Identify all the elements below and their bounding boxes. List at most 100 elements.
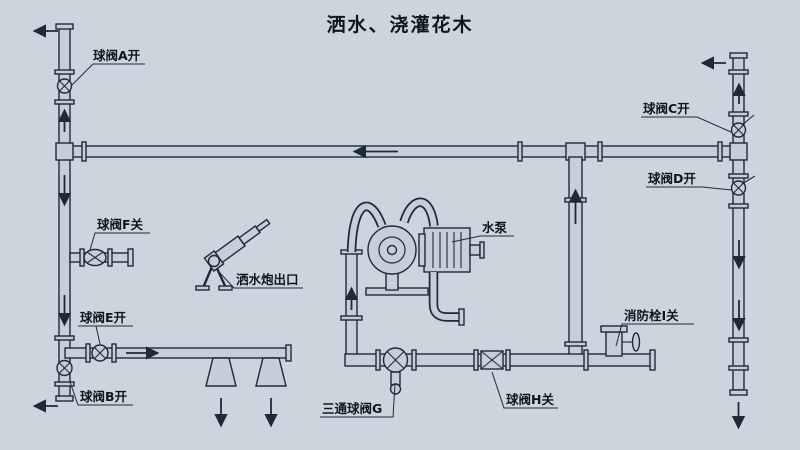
flange [418,233,426,267]
leader-line [78,325,133,345]
pipe-cap [729,389,748,396]
valve-c [730,114,755,138]
valve-cross [733,124,744,136]
drain-elbow [430,272,460,320]
flange [473,349,479,371]
riser-run [568,156,583,358]
leader-line [70,63,145,87]
flange [728,337,749,343]
flange [107,248,113,267]
flange [85,343,91,363]
valve-b-label: 球阀B开 [80,389,128,404]
valve-a-label: 球阀A开 [93,48,141,63]
valve-stem [390,371,401,386]
leader-line [491,371,558,409]
flange [479,241,485,259]
flange [717,141,723,162]
left-pipe [32,23,75,413]
barrel-nozzle [255,218,271,233]
water-pump-label: 水泵 [482,220,508,235]
valve-cross [58,362,71,374]
valve-b [56,359,73,377]
flange [375,349,381,371]
downspout-funnel [255,357,287,387]
label-valve-f: 球阀F关 [89,217,150,251]
leader-line [646,186,733,191]
hydrant-body [605,331,623,357]
flange [583,349,589,371]
valve-cross [480,350,504,370]
diagram-title: 洒水、浇灌花木 [326,13,473,36]
pipe-cap [285,344,292,362]
flange [54,381,75,387]
flange [411,349,417,371]
leader-line [69,381,133,406]
label-valve-c: 球阀C开 [641,101,732,133]
flange [564,341,587,347]
leader-line [89,232,150,251]
flange [81,141,87,162]
valve-e-label: 球阀E开 [80,310,127,325]
pump-hub [386,244,398,256]
suction-hose [348,203,385,253]
valve-lever [741,175,756,185]
valve-a [56,78,73,94]
fire-hydrant-i-label: 消防栓I关 [624,308,679,323]
valve-h-label: 球阀H关 [506,392,554,407]
pipe-cap [458,308,465,326]
downspout-funnel [205,357,237,387]
sprinkler-cannon-outlet-label: 洒水炮出口 [236,272,299,287]
flange [111,343,117,363]
leader-line [218,271,303,289]
flange [728,173,749,179]
label-fire-hydrant-i: 消防栓I关 [615,308,694,347]
pipe-cap [55,395,74,402]
valve-e-branch [64,343,292,428]
main-pipe-run [69,145,739,158]
hydrant-handwheel [631,332,641,352]
flange [517,141,523,162]
three-way-valve-g-label: 三通球阀G [322,401,382,416]
label-sprinkler-cannon-outlet: 洒水炮出口 [218,271,303,289]
flange [728,203,749,209]
flange [54,69,75,75]
flange [728,111,749,117]
cannon-foot [195,285,210,291]
valve-d-label: 球阀D开 [648,171,696,186]
pipe-cap [729,52,748,59]
flange [728,365,749,371]
valve-f-branch [69,248,134,267]
valve-knob [389,383,402,395]
tee-fitting [55,142,74,161]
valve-cross [86,251,104,264]
flange [340,315,363,321]
pump-shaft [469,244,481,256]
leader-line [320,383,396,418]
cannon-pivot [207,254,221,268]
leader-line [451,235,514,243]
tee-fitting [729,142,748,161]
pump-ring [378,236,406,264]
manifold-pipe [340,249,656,395]
valve-cross [94,347,106,359]
valve-c-label: 球阀C开 [643,101,690,116]
valve-cross [386,351,405,369]
label-valve-e: 球阀E开 [78,310,133,345]
sprinkler-cannon [195,218,271,291]
three-way-valve-g [382,347,409,395]
hydrant-cap [600,325,628,333]
label-valve-a: 球阀A开 [70,48,145,87]
valve-h [480,350,504,370]
label-three-way-valve-g: 三通球阀G [320,383,396,418]
valve-cross [733,182,744,194]
pipe-cap [649,349,656,371]
label-water-pump: 水泵 [451,220,514,243]
fire-hydrant-i [600,325,641,357]
flange [728,69,749,75]
flange [505,349,511,371]
water-pump [346,197,485,326]
flange [54,99,75,105]
valve-d [730,175,756,196]
main-pipe [69,141,739,162]
